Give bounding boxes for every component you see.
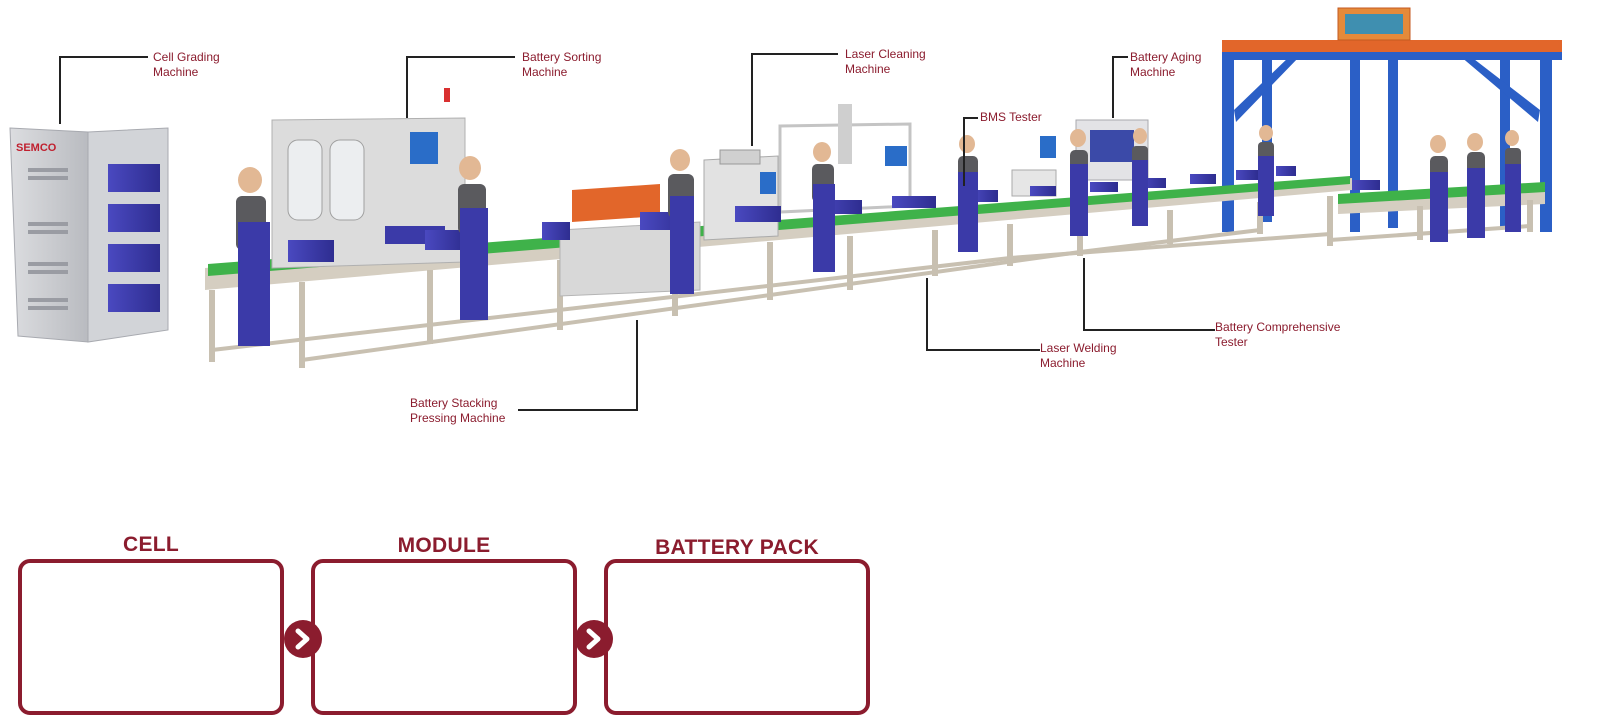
step-title-cell: CELL: [122, 533, 180, 556]
workers: [236, 125, 1521, 346]
battery-sorting-machine: [271, 88, 466, 269]
chevron-right-icon: [284, 620, 322, 658]
laser-cleaning-machine: [703, 149, 779, 241]
chevron-right-icon: [575, 620, 613, 658]
step-title-module: MODULE: [397, 534, 491, 557]
cell-grading-cabinet: SEMCO: [9, 127, 169, 343]
stacking-press-machine: [559, 184, 701, 297]
gantry-crane: [1222, 7, 1562, 232]
step-box-cell: [18, 559, 284, 715]
conveyor-batteries: [288, 166, 1380, 262]
step-title-battery-pack: BATTERY PACK: [655, 536, 819, 559]
callout-lines: [59, 53, 1215, 411]
step-box-battery-pack: [604, 559, 870, 715]
label-bms-tester: BMS Tester: [980, 110, 1042, 124]
laser-welding-station: [778, 104, 912, 214]
step-box-module: [311, 559, 577, 715]
grader-logo: SEMCO: [16, 142, 57, 154]
